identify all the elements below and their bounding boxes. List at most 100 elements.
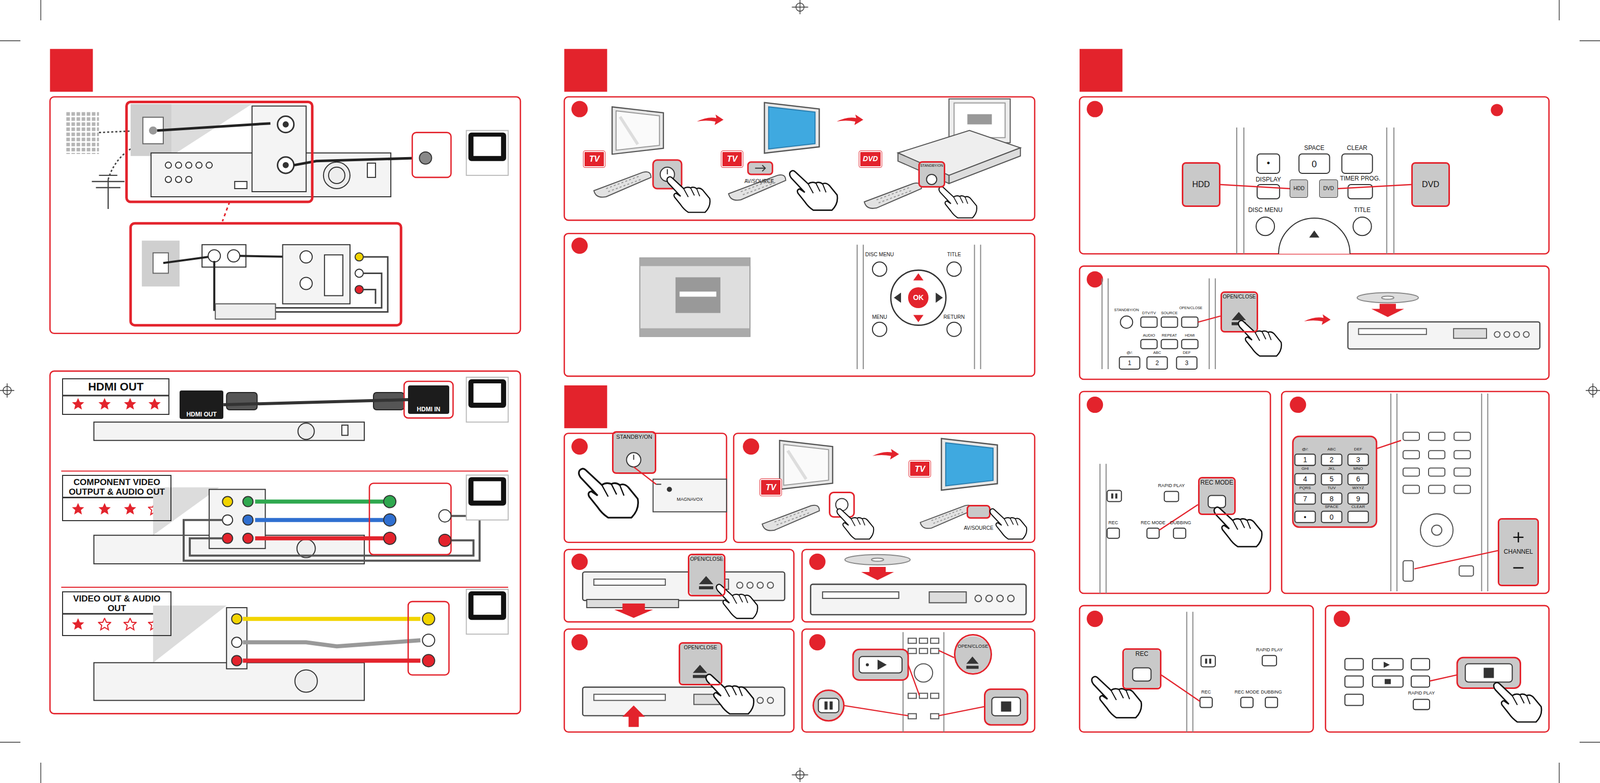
button-callout: DVD: [1411, 162, 1450, 208]
device-badge: TV: [721, 151, 743, 168]
remote-button: DVD: [1319, 179, 1338, 198]
node-text: REC MODE: [1200, 479, 1234, 487]
node-text: STANDBY/ON: [920, 163, 944, 168]
button-callout: OPEN/CLOSE: [687, 554, 725, 597]
power-on-steps: [593, 99, 1021, 219]
button-label: CLEAR: [1351, 504, 1365, 509]
connector: [223, 399, 409, 405]
button-label: TUV: [1327, 486, 1336, 491]
button-label: REC MODE: [1140, 520, 1166, 526]
connector: [1220, 184, 1290, 189]
button-label: DISPLAY: [1254, 176, 1283, 184]
button-label: 0: [1311, 159, 1317, 169]
ok-button: OK: [908, 287, 929, 308]
channel-step: [1292, 393, 1539, 592]
button-label: HDMI: [1184, 333, 1195, 338]
button-label: 3: [1184, 360, 1189, 367]
device-badge: TV: [583, 151, 605, 168]
button-label: JKL: [1328, 467, 1336, 472]
node-text: OPEN/CLOSE: [683, 645, 717, 651]
button-label: 9: [1356, 495, 1361, 503]
button-label: 2: [1329, 456, 1334, 464]
button-label: DEF: [1354, 447, 1363, 452]
button-label: RAPID PLAY: [1157, 484, 1185, 489]
button-label: MAGNAVOX: [676, 497, 703, 503]
node-text: TV: [726, 154, 738, 164]
button-callout: REC: [1122, 648, 1161, 690]
node-text: STANDBY/ON: [616, 433, 653, 441]
button-callout: STANDBY/ON: [612, 431, 656, 475]
button-label: OPEN/CLOSE: [1179, 306, 1203, 310]
button-label: TITLE: [947, 252, 962, 258]
button-label: REPEAT: [1161, 333, 1178, 338]
node-text: DVD: [862, 155, 879, 163]
button-label: RAPID PLAY: [1408, 691, 1435, 696]
button-label: SPACE: [1324, 504, 1339, 509]
button-label: MENU: [871, 314, 888, 320]
button-label: SOURCE: [1160, 311, 1178, 316]
button-label: 6: [1356, 475, 1361, 484]
button-label: PQRS: [1299, 486, 1312, 491]
node-text: DVD: [1323, 185, 1334, 192]
node-text: COMPONENT VIDEO OUTPUT & AUDIO OUT: [64, 477, 170, 498]
button-label: STANDBY/ON: [1114, 308, 1140, 313]
button-callout: OPEN/CLOSE: [678, 642, 723, 686]
button-label: DTV/TV: [1142, 311, 1156, 316]
button-label: 4: [1302, 475, 1307, 484]
node-text: OK: [913, 294, 924, 302]
button-label: TITLE: [1353, 207, 1371, 214]
port-label: HDMI OUT: [179, 390, 224, 420]
button-label: 0: [1329, 513, 1334, 521]
rec-mode-step: [1099, 463, 1262, 594]
button-label: 2: [1155, 360, 1159, 367]
button-label: ABC: [1153, 351, 1162, 356]
menu-step: [640, 244, 981, 370]
button-label: REC: [1201, 690, 1211, 695]
node-text: HDD: [1293, 185, 1305, 192]
button-label: DEF: [1182, 351, 1191, 356]
button-callout: OPEN/CLOSE: [1220, 291, 1259, 333]
node-text: CHANNEL: [1503, 548, 1533, 556]
button-label: TIMER PROG.: [1339, 175, 1382, 183]
disc-play-steps: [578, 431, 1028, 733]
button-label: 1: [1127, 360, 1132, 367]
connector: [1337, 184, 1412, 189]
load-disc-step: [1101, 278, 1540, 369]
button-label: REC MODE: [1234, 690, 1260, 695]
node-text: HDMI OUT: [88, 381, 144, 394]
heading-box: COMPONENT VIDEO OUTPUT & AUDIO OUT: [62, 475, 172, 521]
node-text: OPEN/CLOSE: [689, 556, 723, 563]
button-label: RETURN: [943, 314, 965, 320]
heading-box: VIDEO OUT & AUDIO OUT: [62, 591, 172, 637]
node-text: HDMI IN: [416, 406, 441, 414]
record-step: [1091, 612, 1278, 733]
stop-step: [1345, 657, 1542, 723]
node-text: HDMI OUT: [186, 411, 217, 419]
button-label: DUBBING: [1170, 520, 1191, 526]
button-callout: OPEN/CLOSE: [953, 634, 992, 676]
video-hookups: [61, 377, 509, 702]
remote-select-mode: [1181, 127, 1451, 255]
node-text: TV: [589, 154, 600, 164]
button-label: AV/SOURCE: [963, 525, 994, 532]
button-label: 8: [1329, 495, 1334, 503]
step-panels: [49, 96, 1549, 733]
button-label: AV/SOURCE: [744, 179, 774, 185]
device-badge: TV: [760, 479, 782, 496]
button-callout: STANDBY/ON: [918, 161, 946, 188]
device-badge: DVD: [859, 151, 882, 168]
step-circles: [571, 101, 1503, 652]
node-text: VIDEO OUT & AUDIO OUT: [64, 594, 170, 614]
button-label: 3: [1356, 456, 1361, 464]
button-label: •: [1303, 513, 1307, 521]
button-label: ABC: [1327, 447, 1336, 452]
node-text: TV: [765, 483, 777, 493]
button-label: @/:: [1301, 447, 1309, 452]
button-label: @/:: [1126, 351, 1133, 356]
button-label: AUDIO: [1142, 333, 1155, 338]
device-badge: TV: [909, 460, 931, 478]
button-label: •: [1266, 158, 1270, 168]
